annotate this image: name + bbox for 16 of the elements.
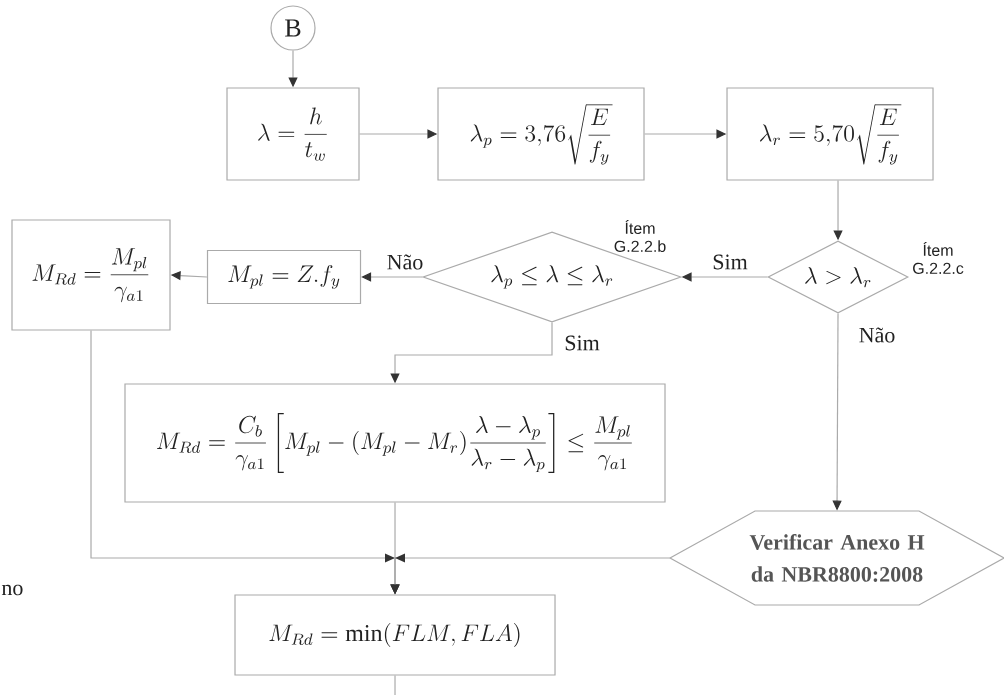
connector-line [394,675,396,695]
process-box: $M_{pl} = Z.f_y$ [206,249,362,305]
arrow [361,272,423,282]
process-box: $M_{Rd} = \min(FLM, FLA)$ [234,594,556,676]
edge-label: Sim [710,252,750,272]
process-box: $M_{Rd} = \frac{C_b}{\gamma_{a1}}\left[M_{pl} - (M_{pl} - M_r)\frac{\lambda - \lambda_p}{\lambda_r - \lambda_p}\right] \le \frac{M_{pl}}{\gamma_{a1}}$ [124,383,666,503]
item-note: Ítem G.2.2.c [913,242,964,274]
process-box: $M_{Rd} = \frac{M_{pl}}{\gamma_{a1}}$ [11,219,171,331]
edge-label: Não [384,252,426,272]
item-note: Ítem G.2.2.b [614,220,666,252]
text-fragment: no [1,584,23,596]
edge-label: Sim [562,333,602,353]
process-box: $\lambda_p = 3{,}76\sqrt{\frac{E}{f_y}}$ [437,87,645,181]
process-box: $\lambda_r = 5{,}70\sqrt{\frac{E}{f_y}}$ [726,87,934,181]
process-box: $\lambda = \frac{h}{t_w}$ [226,87,360,181]
edge-label: Não [856,325,898,345]
